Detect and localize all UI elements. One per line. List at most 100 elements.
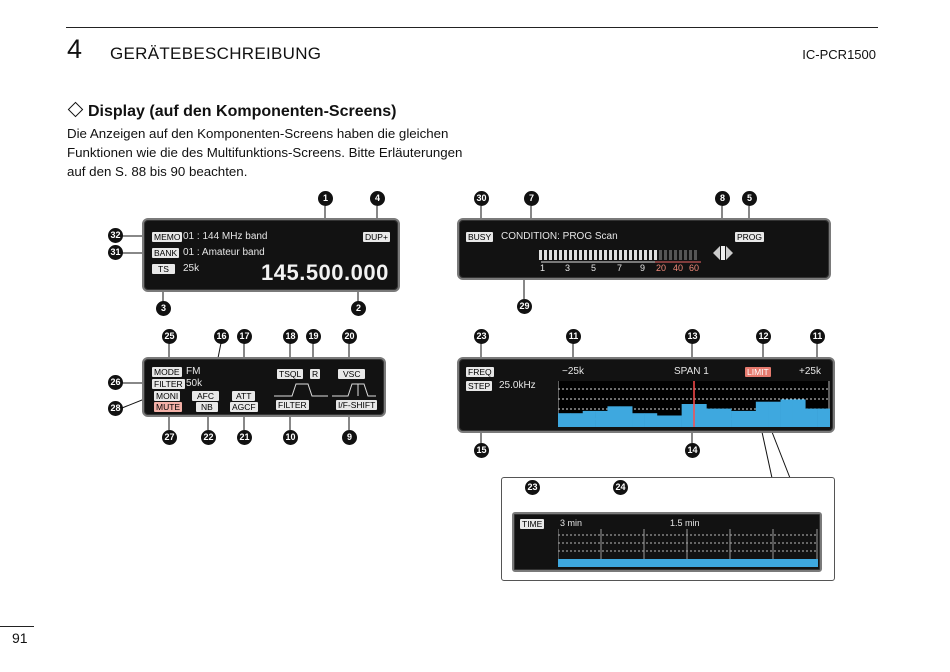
spectrum-bar	[619, 406, 633, 427]
callout-10: 10	[283, 430, 298, 445]
vsc-indicator: VSC	[338, 369, 366, 379]
chapter-title: GERÄTEBESCHREIBUNG	[110, 44, 322, 63]
busy-indicator: BUSY	[466, 232, 494, 242]
page-number: 91	[12, 630, 28, 646]
agc-fast-indicator: AGCF	[230, 402, 258, 412]
callout-22: 22	[201, 430, 216, 445]
spectrum-bar	[644, 413, 658, 427]
spectrum-bar	[694, 404, 707, 427]
diamond-icon	[67, 101, 84, 118]
time-scope-panel: TIME 3 min 1.5 min	[512, 512, 822, 572]
callout-3: 3	[156, 301, 171, 316]
spectrum-bar	[681, 404, 695, 427]
callout-4: 4	[370, 191, 385, 206]
footer-rule	[0, 626, 34, 627]
mode-indicator: MODE	[152, 367, 182, 377]
s-meter	[539, 250, 701, 263]
limit-indicator: LIMIT	[745, 367, 771, 377]
scale-5: 5	[591, 263, 597, 273]
scale-40: 40	[673, 263, 684, 273]
callout-24: 24	[613, 480, 628, 495]
spectrum-bar	[632, 413, 645, 427]
memo-text: 01 : 144 MHz band	[183, 231, 268, 242]
tuning-step-indicator: TS	[152, 264, 175, 274]
scale-9: 9	[640, 263, 646, 273]
callout-17: 17	[237, 329, 252, 344]
afc-indicator: AFC	[192, 391, 219, 401]
callout-23-time: 23	[525, 480, 540, 495]
callout-31: 31	[108, 245, 123, 260]
callout-12: 12	[756, 329, 771, 344]
frequency-display-panel: MEMO 01 : 144 MHz band BANK 01 : Amateur…	[142, 218, 400, 292]
waterfall-graph	[558, 529, 818, 567]
callout-20: 20	[342, 329, 357, 344]
spectrum-bar	[582, 410, 596, 427]
spectrum-bar	[731, 410, 744, 427]
spectrum-bar	[570, 413, 584, 427]
filter-value: 50k	[186, 378, 203, 389]
tuning-step-value: 25k	[183, 263, 200, 274]
chapter-number: 4	[67, 34, 83, 64]
callout-30: 30	[474, 191, 489, 206]
callout-25: 25	[162, 329, 177, 344]
time-indicator: TIME	[520, 519, 545, 529]
condition-text: CONDITION: PROG Scan	[501, 231, 618, 242]
callout-7: 7	[524, 191, 539, 206]
noise-blanker-indicator: NB	[196, 402, 218, 412]
callout-32: 32	[108, 228, 123, 243]
mode-display-panel: MODE FM FILTER 50k MONI MUTE AFC NB ATT …	[142, 357, 386, 417]
tsql-indicator: TSQL	[277, 369, 304, 379]
spectrum-bar	[817, 408, 830, 427]
step-indicator: STEP	[466, 381, 493, 391]
step-value: 25.0kHz	[499, 380, 536, 391]
spectrum-bar	[780, 399, 794, 427]
duplex-indicator: DUP+	[363, 232, 390, 242]
time-right-label: 1.5 min	[670, 518, 700, 528]
model-name: IC-PCR1500	[802, 47, 876, 62]
callout-15: 15	[474, 443, 489, 458]
spectrum-bar	[595, 410, 608, 427]
scale-60: 60	[689, 263, 700, 273]
span-left-label: −25k	[562, 366, 584, 377]
callout-18: 18	[283, 329, 298, 344]
callout-28: 28	[108, 401, 123, 416]
filter-shape-graphics	[274, 383, 376, 397]
callout-23-scope: 23	[474, 329, 489, 344]
spectrum-bar	[706, 408, 720, 427]
band-scope-panel: FREQ STEP 25.0kHz −25k SPAN 1 LIMIT +25k	[457, 357, 835, 433]
freq-indicator: FREQ	[466, 367, 494, 377]
callout-11-left: 11	[566, 329, 581, 344]
callout-13: 13	[685, 329, 700, 344]
scale-3: 3	[565, 263, 571, 273]
bank-indicator: BANK	[152, 248, 180, 258]
header-rule	[66, 27, 878, 28]
span-label: SPAN 1	[674, 366, 709, 377]
spectrum-bar	[607, 406, 621, 427]
span-right-label: +25k	[799, 366, 821, 377]
callout-21: 21	[237, 430, 252, 445]
spectrum-bar	[755, 401, 769, 427]
callout-27: 27	[162, 430, 177, 445]
callout-1: 1	[318, 191, 333, 206]
callout-9: 9	[342, 430, 357, 445]
attenuator-indicator: ATT	[232, 391, 256, 401]
callout-5: 5	[742, 191, 757, 206]
callout-2: 2	[351, 301, 366, 316]
scale-1: 1	[540, 263, 546, 273]
scale-7: 7	[617, 263, 623, 273]
scan-display-panel: BUSY CONDITION: PROG Scan PROG 1 3 5 7 9…	[457, 218, 831, 280]
scale-20: 20	[656, 263, 667, 273]
spectrum-bar	[792, 399, 806, 427]
scan-direction-icon	[713, 246, 733, 260]
memo-indicator: MEMO	[152, 232, 183, 242]
spectrum-graph	[558, 381, 830, 427]
mode-value: FM	[186, 366, 201, 377]
frequency-readout: 145.500.000	[261, 260, 389, 285]
prog-indicator: PROG	[735, 232, 765, 242]
spectrum-bar	[743, 410, 757, 427]
spectrum-bar	[805, 408, 818, 427]
callout-26: 26	[108, 375, 123, 390]
spectrum-bar	[656, 415, 670, 427]
monitor-indicator: MONI	[154, 391, 181, 401]
spectrum-bar	[558, 413, 571, 427]
